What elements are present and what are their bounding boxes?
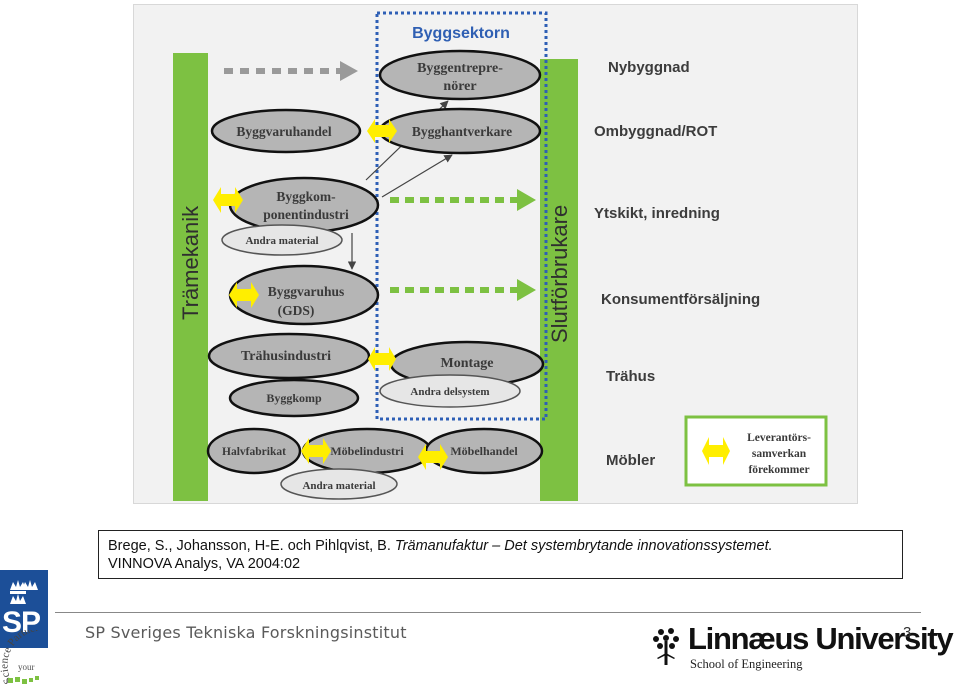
svg-text:Science Partner: Science Partner (0, 630, 40, 685)
page-number: 3 (903, 624, 912, 641)
ellipse-mobelhandel: Möbelhandel (424, 427, 544, 475)
svg-text:your: your (18, 662, 35, 672)
ellipse-trahusindustri: Trähusindustri (207, 332, 371, 380)
svg-text:Montage: Montage (441, 356, 494, 371)
arrowhead-top (340, 61, 358, 81)
svg-text:Andra material: Andra material (302, 480, 375, 492)
outcome-mobler: Möbler (606, 452, 655, 469)
citation-authors: Brege, S., Johansson, H-E. och Pihlqvist… (108, 538, 391, 554)
diagram: Trämekanik Slutförbrukare Byggsektorn By… (133, 4, 858, 504)
svg-text:Andra delsystem: Andra delsystem (410, 386, 489, 398)
sector-title: Byggsektorn (412, 25, 510, 42)
svg-text:Trähusindustri: Trähusindustri (241, 349, 331, 364)
supplier-collaboration-icon (418, 444, 448, 470)
ellipse-andra-material-2: Andra material (280, 468, 398, 500)
outcome-nybyggnad: Nybyggnad (608, 59, 690, 76)
lnu-flower-icon (653, 628, 679, 665)
ellipse-andra-delsystem: Andra delsystem (379, 374, 521, 408)
svg-text:förekommer: förekommer (748, 464, 809, 476)
outcome-ytskikt: Ytskikt, inredning (594, 205, 720, 222)
svg-text:Möbelindustri: Möbelindustri (330, 444, 404, 458)
legend-collaboration-icon (702, 437, 730, 465)
left-green-bar (173, 53, 208, 501)
svg-text:Byggvaruhus: Byggvaruhus (268, 284, 345, 299)
outcome-trahus: Trähus (606, 368, 655, 385)
supplier-collaboration-icon (229, 282, 259, 308)
citation-box: Brege, S., Johansson, H-E. och Pihlqvist… (98, 530, 903, 579)
sp-logo-text: SP (2, 606, 41, 639)
svg-text:Byggentrepre-: Byggentrepre- (417, 61, 503, 76)
crown-icon (10, 580, 38, 604)
svg-text:nörer: nörer (443, 79, 476, 94)
diagram-svg: Trämekanik Slutförbrukare Byggsektorn By… (173, 11, 828, 501)
svg-text:Byggkom-: Byggkom- (276, 189, 335, 204)
ellipse-byggvaruhandel: Byggvaruhandel (210, 108, 362, 154)
svg-text:Andra material: Andra material (245, 235, 318, 247)
arrow-komp-hantv (381, 154, 453, 198)
sp-institute-name: SP Sveriges Tekniska Forskningsinstitut (85, 623, 407, 642)
right-bar-label: Slutförbrukare (547, 205, 572, 343)
svg-text:Möbelhandel: Möbelhandel (450, 444, 518, 458)
lnu-name: Linnæus University (688, 621, 954, 656)
supplier-collaboration-icon (367, 119, 397, 143)
ellipse-byggvaruhus: Byggvaruhus (GDS) (228, 264, 380, 326)
svg-text:Leverantörs-: Leverantörs- (747, 432, 811, 444)
citation-title: Trämanufaktur – Det systembrytande innov… (394, 538, 773, 554)
ellipse-byggkomponentindustri: Byggkom- ponentindustri (228, 176, 380, 234)
lnu-school: School of Engineering (690, 657, 803, 671)
sector-boundary (375, 11, 548, 421)
left-bar-label: Trämekanik (178, 205, 203, 320)
outcome-konsumentforsaljning: Konsumentförsäljning (601, 291, 760, 308)
ellipse-byggkomp: Byggkomp (228, 378, 360, 418)
footer-divider (55, 612, 921, 613)
ellipse-bygghantverkare: Bygghantverkare (378, 107, 542, 155)
citation-line-2: VINNOVA Analys, VA 2004:02 (108, 556, 301, 572)
svg-text:Halvfabrikat: Halvfabrikat (222, 446, 286, 458)
citation-line-1: Brege, S., Johansson, H-E. och Pihlqvist… (108, 537, 892, 555)
legend-box: Leverantörs- samverkan förekommer (684, 415, 828, 487)
svg-text:samverkan: samverkan (752, 448, 807, 460)
svg-text:ponentindustri: ponentindustri (263, 207, 349, 222)
ellipse-andra-material-1: Andra material (221, 224, 343, 256)
svg-text:Byggkomp: Byggkomp (266, 391, 322, 405)
green-arrowhead-1 (517, 189, 536, 211)
supplier-collaboration-icon (213, 187, 243, 213)
science-partner-logo: your Science Partner (0, 630, 40, 685)
ellipse-halvfabrikat: Halvfabrikat (206, 427, 302, 475)
green-arrowhead-2 (517, 279, 536, 301)
svg-text:Bygghantverkare: Bygghantverkare (412, 124, 512, 139)
supplier-collaboration-icon (301, 438, 331, 464)
svg-text:Byggvaruhandel: Byggvaruhandel (236, 124, 332, 139)
supplier-collaboration-icon (368, 347, 396, 371)
outcome-ombyggnad: Ombyggnad/ROT (594, 123, 717, 140)
ellipse-byggentreprenorer: Byggentrepre- nörer (378, 49, 542, 101)
svg-text:(GDS): (GDS) (278, 303, 315, 318)
sp-logo: SP (0, 570, 48, 648)
